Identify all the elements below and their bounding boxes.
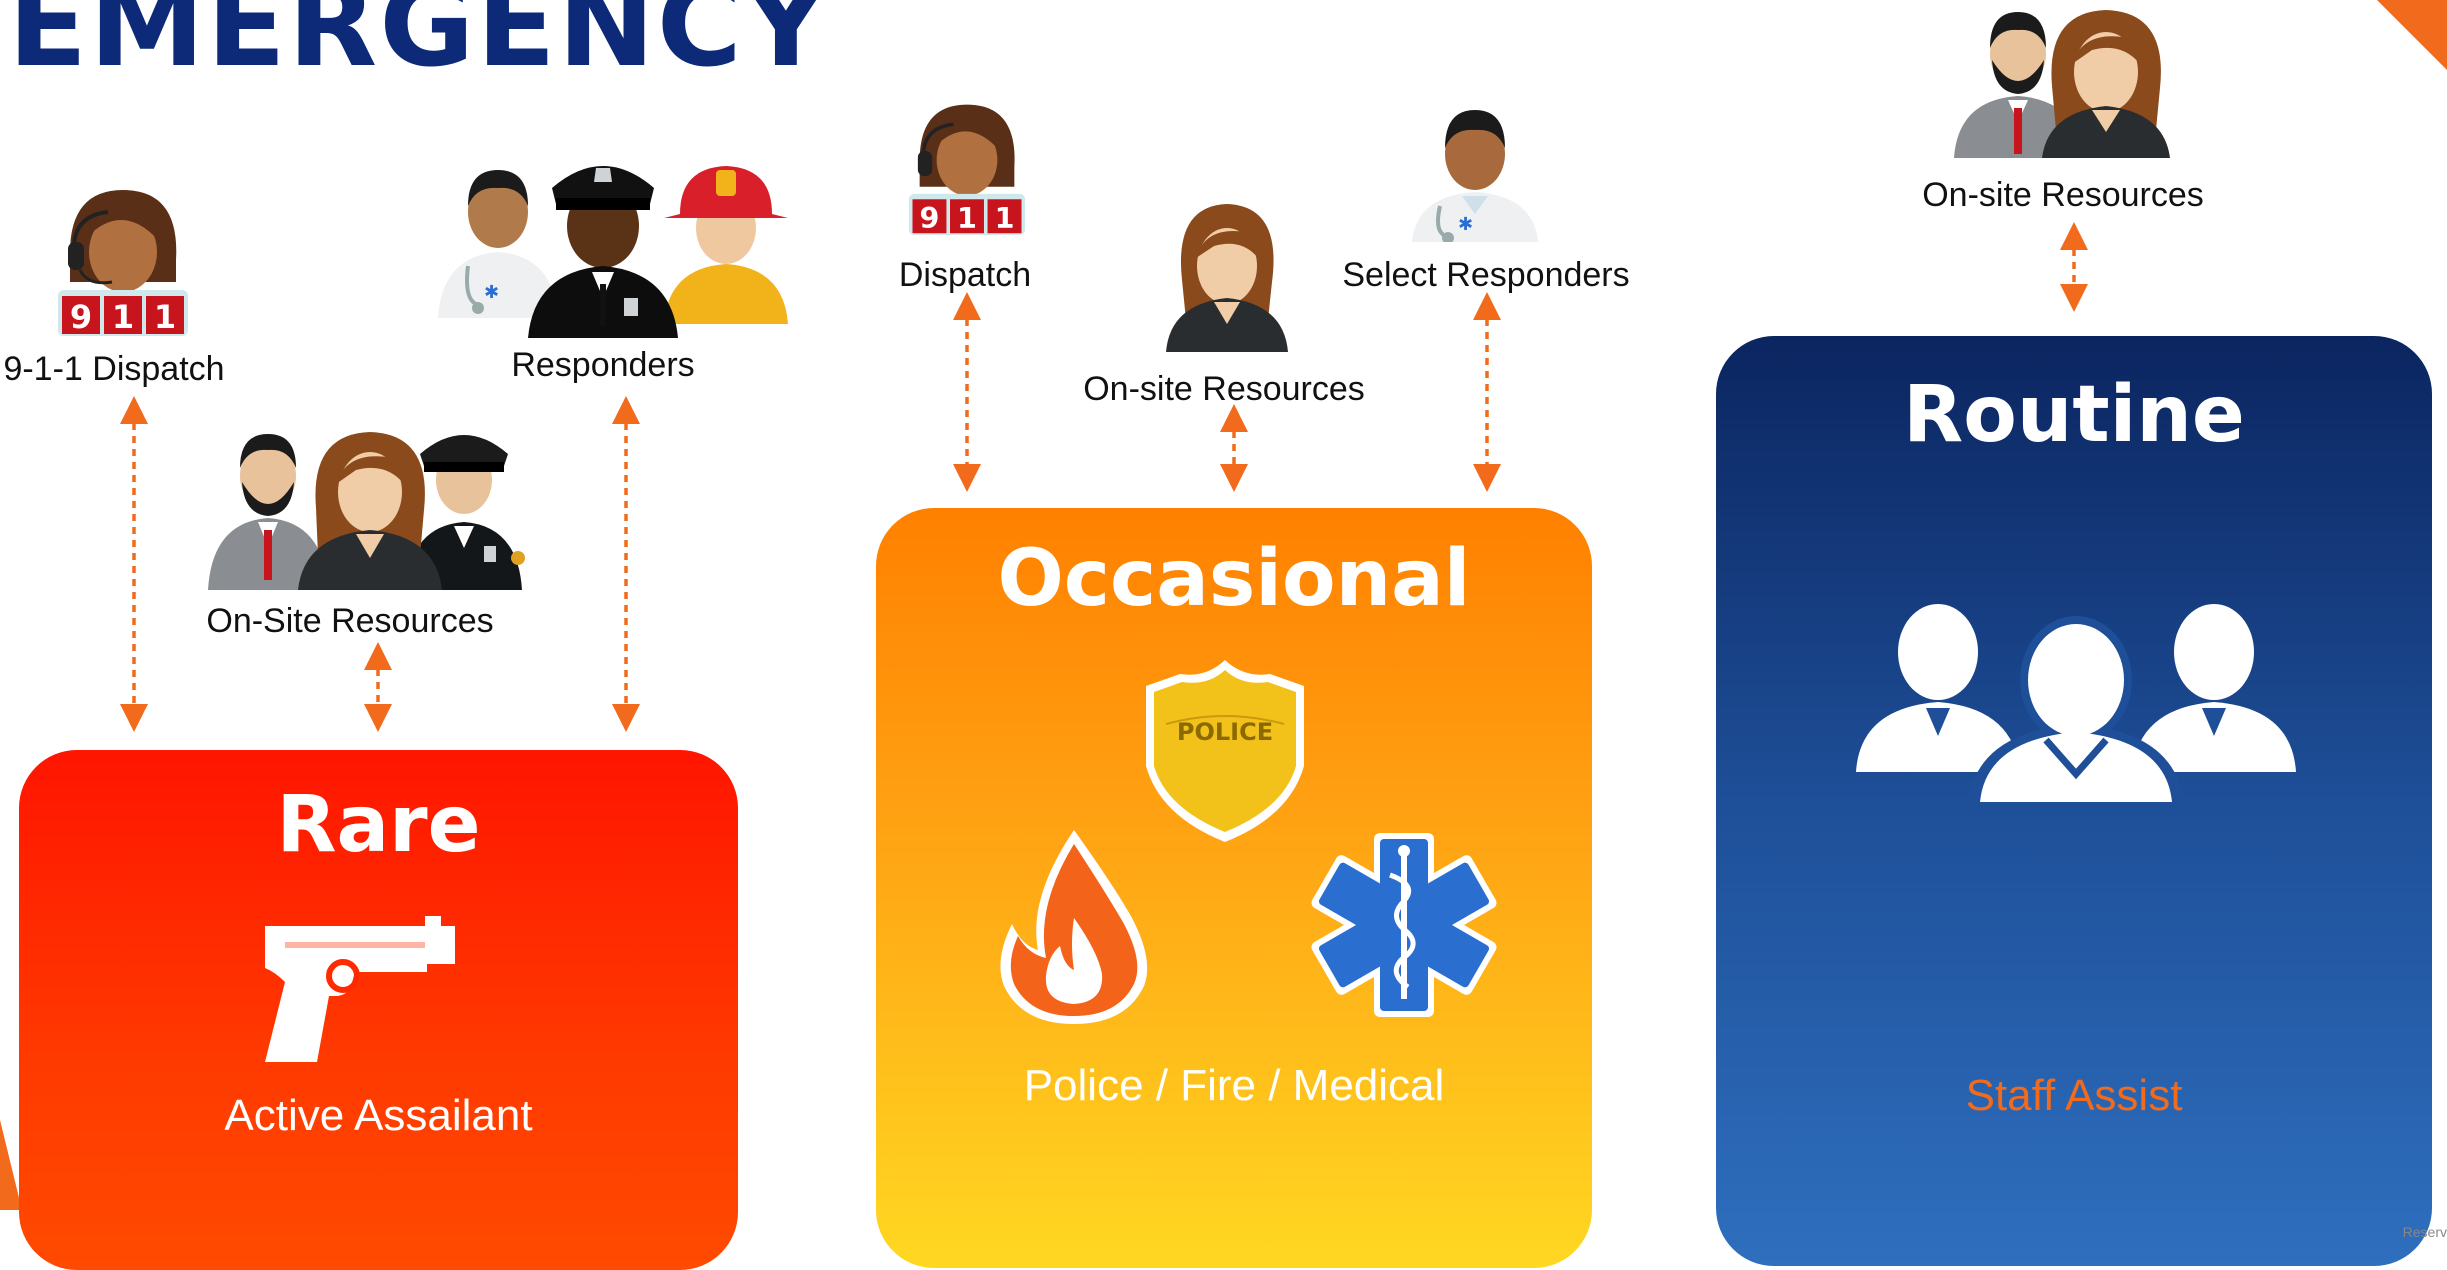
onsite-person-icon-middle <box>1166 204 1288 352</box>
dispatch-label-middle: Dispatch <box>898 256 1032 294</box>
onsite-label-middle: On-site Resources <box>1083 370 1365 408</box>
select-responders-label: Select Responders <box>1342 256 1630 294</box>
svg-text:✱: ✱ <box>484 282 499 303</box>
doctor-icon: ✱ <box>1412 110 1538 242</box>
svg-text:1: 1 <box>957 201 977 235</box>
police-badge-icon: POLICE <box>1146 660 1304 842</box>
onsite-label-left: On-Site Resources <box>206 602 494 640</box>
svg-text:1: 1 <box>995 201 1015 235</box>
card-caption-routine: Staff Assist <box>1965 1071 2183 1120</box>
corner-accent-top-right <box>2377 0 2447 70</box>
card-title-routine: Routine <box>1903 370 2245 460</box>
star-of-life-icon <box>1311 833 1497 1017</box>
card-caption-occasional: Police / Fire / Medical <box>1023 1061 1445 1110</box>
card-occasional: Occasional POLICE Police / Fire / <box>876 508 1592 1268</box>
svg-text:9: 9 <box>920 201 940 235</box>
card-title-occasional: Occasional <box>997 534 1471 624</box>
card-routine: Routine Staff Assist <box>1716 336 2432 1266</box>
dispatch-label-left: 9-1-1 Dispatch <box>3 350 225 388</box>
page-title: EMERGENCY <box>8 0 830 93</box>
responders-label: Responders <box>511 346 695 384</box>
svg-text:1: 1 <box>112 298 134 336</box>
responders-icon: ✱ <box>438 166 788 338</box>
card-rare: Rare Active Assailant <box>19 750 738 1270</box>
svg-text:1: 1 <box>154 298 176 336</box>
fire-icon <box>1000 830 1148 1024</box>
svg-text:9: 9 <box>70 298 92 336</box>
people-group-icon <box>1856 604 2296 806</box>
corner-accent-bottom-left <box>0 1120 22 1210</box>
svg-text:✱: ✱ <box>1458 214 1473 235</box>
svg-text:POLICE: POLICE <box>1177 718 1273 746</box>
dispatcher-icon-middle: 9 1 1 <box>908 104 1026 235</box>
onsite-resources-icon-left <box>208 432 525 590</box>
card-caption-rare: Active Assailant <box>224 1091 533 1140</box>
onsite-resources-icon-right <box>1954 10 2170 158</box>
onsite-label-right: On-site Resources <box>1922 176 2204 214</box>
connector-arrows <box>120 222 2088 732</box>
card-title-rare: Rare <box>276 780 481 870</box>
dispatcher-icon: 9 1 1 <box>58 190 188 336</box>
footer-text: Reserv <box>2402 1224 2447 1240</box>
handgun-icon <box>265 916 455 1062</box>
